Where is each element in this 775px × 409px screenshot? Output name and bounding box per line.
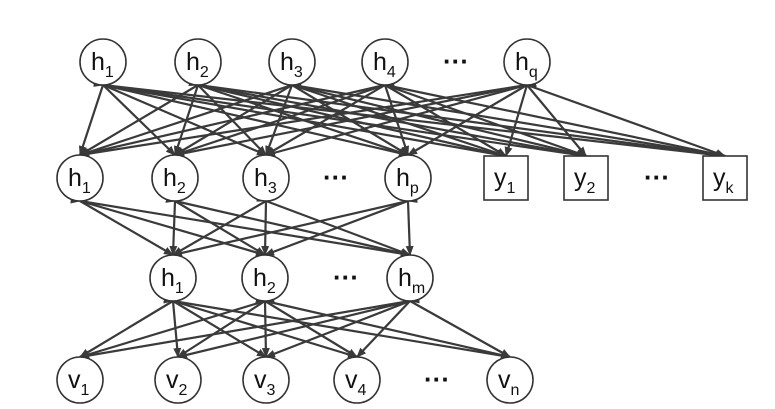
node-label: v3 <box>254 366 276 399</box>
edge-lower-3-to-visible-5 <box>400 293 511 358</box>
node-label: yk <box>713 164 735 197</box>
middle-node-h-2: h2 <box>151 154 199 202</box>
edge-top-4-to-outputs-1 <box>384 84 507 157</box>
node-circle <box>56 356 104 404</box>
node-label: h3 <box>254 164 277 197</box>
node-label: h1 <box>68 164 91 197</box>
outputs-node-y-1: y1 <box>483 155 529 201</box>
node-label: v2 <box>166 366 188 399</box>
node-label: y2 <box>574 164 596 197</box>
node-label: v1 <box>68 366 90 399</box>
middle-node-h-1: h1 <box>56 154 104 202</box>
lower-node-h-m: hm <box>386 254 434 302</box>
node-circle <box>333 356 381 404</box>
edge-top-4-to-outputs-2 <box>384 83 587 158</box>
node-label: v4 <box>345 366 367 399</box>
edge-top-2-to-outputs-3 <box>197 83 726 159</box>
nodes: h1 h2 h3 h4 hq ··· h1 h2 h3 hp ··· y1 y2 yk ··· h1 h2 hm ·… <box>56 38 748 404</box>
node-label: hp <box>396 164 419 197</box>
node-circle <box>486 356 534 404</box>
node-label: h2 <box>163 164 186 197</box>
top-node-h-4: h4 <box>361 38 409 86</box>
node-circle <box>79 38 127 86</box>
node-label: h3 <box>280 48 303 81</box>
output-box <box>702 155 748 201</box>
node-circle <box>503 38 551 86</box>
edge-middle-1-to-lower-3 <box>70 195 411 258</box>
edge-top-1-to-outputs-3 <box>102 83 726 159</box>
edge-middle-2-to-lower-1 <box>169 191 180 256</box>
edge-top-4-to-outputs-3 <box>384 83 726 159</box>
node-label: h2 <box>186 48 209 81</box>
lower-node-h-2: h2 <box>241 254 289 302</box>
node-label: h1 <box>161 264 184 297</box>
edge-lower-2-to-visible-3 <box>260 291 270 358</box>
edge-top-5-to-outputs-3 <box>526 83 726 158</box>
edges <box>70 75 726 360</box>
node-circle <box>154 356 202 404</box>
outputs-node-y-k: yk <box>702 155 748 201</box>
output-box <box>563 155 609 201</box>
middle-node-h-3: h3 <box>242 154 290 202</box>
edge-top-1-to-outputs-1 <box>102 83 507 159</box>
node-label: h2 <box>253 264 276 297</box>
node-circle <box>386 254 434 302</box>
visible-node-v-1: v1 <box>56 356 104 404</box>
node-label: vn <box>498 366 519 399</box>
outputs-node-y-2: y2 <box>563 155 609 201</box>
top-node-h-2: h2 <box>174 38 222 86</box>
top-node-h-q: hq <box>503 38 551 86</box>
edge-middle-4-to-lower-2 <box>264 194 418 257</box>
node-circle <box>241 254 289 302</box>
edge-top-3-to-outputs-1 <box>291 83 507 158</box>
node-label: hq <box>515 48 538 81</box>
node-label: h1 <box>91 48 114 81</box>
edge-top-3-to-outputs-2 <box>291 83 587 158</box>
node-circle <box>242 154 290 202</box>
lower-ellipsis: ··· <box>333 262 359 292</box>
edge-top-5-to-outputs-1 <box>504 84 529 157</box>
node-label: y1 <box>494 164 516 197</box>
middle-node-h-p: hp <box>384 154 432 202</box>
edge-lower-2-to-visible-1 <box>79 294 275 359</box>
node-circle <box>384 154 432 202</box>
visible-node-v-3: v3 <box>242 356 290 404</box>
node-label: h4 <box>373 48 396 81</box>
middle-ellipsis: ··· <box>323 162 349 192</box>
visible-ellipsis: ··· <box>424 364 450 394</box>
edge-middle-4-to-lower-3 <box>403 191 414 256</box>
node-circle <box>149 254 197 302</box>
output-box <box>483 155 529 201</box>
edge-lower-3-to-visible-2 <box>177 294 420 359</box>
edge-middle-3-to-lower-2 <box>261 191 271 256</box>
visible-node-v-2: v2 <box>154 356 202 404</box>
top-ellipsis: ··· <box>443 46 469 76</box>
edge-top-1-to-outputs-2 <box>102 83 587 159</box>
edge-top-2-to-outputs-1 <box>197 83 507 158</box>
lower-node-h-1: h1 <box>149 254 197 302</box>
node-label: hm <box>398 264 425 297</box>
edge-top-2-to-outputs-2 <box>197 83 587 159</box>
node-circle <box>174 38 222 86</box>
node-circle <box>56 154 104 202</box>
visible-node-v-4: v4 <box>333 356 381 404</box>
visible-node-v-n: vn <box>486 356 534 404</box>
outputs-ellipsis: ··· <box>644 162 670 192</box>
top-node-h-1: h1 <box>79 38 127 86</box>
edge-top-5-to-outputs-2 <box>526 84 587 157</box>
node-circle <box>361 38 409 86</box>
node-circle <box>242 356 290 404</box>
edge-lower-3-to-visible-1 <box>79 295 420 360</box>
node-circle <box>151 154 199 202</box>
edge-top-3-to-outputs-3 <box>291 83 726 159</box>
top-node-h-3: h3 <box>268 38 316 86</box>
node-circle <box>268 38 316 86</box>
